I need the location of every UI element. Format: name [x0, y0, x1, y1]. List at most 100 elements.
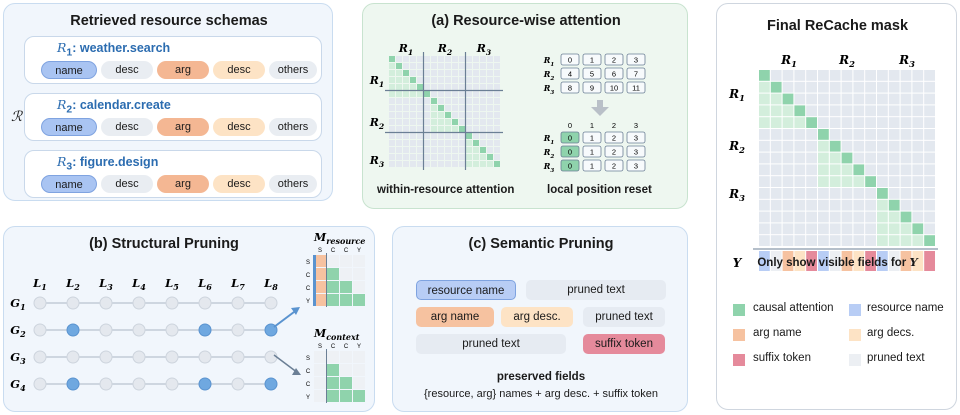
position-id: 3 [634, 56, 638, 65]
mask-cell [410, 105, 416, 111]
final-mask-cell [818, 188, 829, 199]
mask-cell [487, 147, 493, 153]
inactive-node [33, 377, 47, 391]
mask-cell [452, 63, 458, 69]
mask-cell [403, 126, 409, 132]
final-mask-cell [759, 211, 770, 223]
mini-mask-cell [340, 351, 352, 363]
mask-cell [389, 119, 395, 125]
final-mask-cell [877, 117, 888, 128]
final-mask-cell [865, 176, 876, 187]
final-mask-cell [877, 81, 888, 93]
final-mask-cell [853, 211, 865, 223]
inactive-node [231, 296, 245, 310]
field-name-pill: name [41, 61, 97, 79]
mask-cell [403, 147, 409, 153]
resource-title-2: R2: calendar.create [57, 97, 171, 116]
mask-cell [424, 63, 430, 69]
final-mask-cell [818, 211, 829, 223]
resource-set-symbol: ℛ [11, 109, 23, 125]
mini-col-label: Y [357, 344, 361, 350]
mask-cell [389, 70, 395, 76]
mask-cell [410, 91, 416, 97]
final-mask-cell [924, 117, 935, 128]
final-mask-cell [759, 164, 770, 176]
final-mask-cell [841, 211, 853, 223]
final-mask-cell [865, 152, 876, 164]
field-arg-pill: arg [157, 118, 209, 136]
mask-cell [445, 70, 451, 76]
active-node [198, 377, 212, 391]
visible-field-cell [794, 251, 806, 271]
final-mask-cell [912, 93, 924, 105]
mask-cell [410, 147, 416, 153]
mask-cell [410, 56, 416, 62]
visible-field-cell [865, 251, 876, 271]
inactive-node [231, 323, 245, 337]
position-id: 10 [610, 84, 618, 93]
preserved-fields-text: {resource, arg} names + arg desc. + suff… [424, 388, 658, 400]
mask-cell [459, 105, 465, 111]
final-mask-cell [865, 129, 876, 140]
mask-cell [480, 77, 486, 83]
final-mask-cell [782, 223, 794, 235]
mini-mask-cell [314, 351, 326, 363]
mini-mask-cell [314, 281, 326, 293]
mask-cell [438, 84, 444, 90]
mask-cell [396, 161, 402, 167]
final-mask-cell [865, 117, 876, 128]
mask-cell [445, 84, 451, 90]
final-mask-cell [888, 223, 900, 235]
final-mask-cell [818, 235, 829, 246]
mini-col-label: C [331, 248, 336, 254]
final-mask-cell [853, 152, 865, 164]
position-id: 0 [568, 162, 572, 171]
mask-cell [389, 77, 395, 83]
final-mask-cell [924, 81, 935, 93]
inactive-node [198, 296, 212, 310]
position-reset-caption: local position reset [547, 184, 652, 196]
mask-cell [389, 105, 395, 111]
pruned-text-box: pruned text [526, 280, 666, 300]
mask-cell [410, 126, 416, 132]
mask-cell [396, 77, 402, 83]
active-node [264, 377, 278, 391]
mask-cell [438, 154, 444, 160]
mask-cell [438, 63, 444, 69]
field-name-pill: name [41, 118, 97, 136]
inactive-node [198, 350, 212, 364]
resource-column-marker [313, 255, 316, 306]
final-mask-cell [865, 211, 876, 223]
mask-cell [403, 154, 409, 160]
resource-card-2: R2: calendar.create name desc arg desc o… [24, 93, 322, 141]
mask-cell [431, 112, 437, 118]
mask-cell [480, 147, 486, 153]
mask-cell [459, 147, 465, 153]
inactive-node [264, 296, 278, 310]
final-mask-cell [912, 235, 924, 246]
field-arg-pill: arg [157, 61, 209, 79]
final-mask-cell [900, 164, 912, 176]
final-mask-cell [900, 223, 912, 235]
visible-field-cell [912, 251, 924, 271]
final-mask-cell [818, 70, 829, 81]
final-mask-cell [806, 129, 817, 140]
mask-cell [473, 56, 479, 62]
final-mask-cell [877, 199, 888, 211]
mask-cell [466, 147, 472, 153]
final-row-label-y: Y [733, 256, 743, 270]
mask-cell [424, 133, 430, 139]
mask-cell [466, 154, 472, 160]
mask-cell [417, 70, 423, 76]
final-mask-cell [759, 223, 770, 235]
mask-cell [494, 63, 500, 69]
final-mask-cell [770, 235, 782, 246]
mask-cell [466, 84, 472, 90]
mask-cell [452, 140, 458, 146]
position-row-label: R1 [543, 133, 555, 146]
position-id: 3 [634, 162, 638, 171]
mask-cell [459, 140, 465, 146]
inactive-node [99, 377, 113, 391]
final-mask-cell [900, 188, 912, 199]
